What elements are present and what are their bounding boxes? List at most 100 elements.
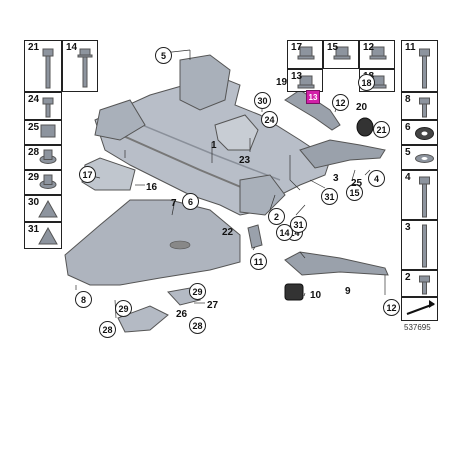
part-callout: 2 xyxy=(268,208,285,225)
part-number: 30 xyxy=(28,197,40,208)
part-callout: 20 xyxy=(356,102,368,113)
part-callout: 5 xyxy=(155,47,172,64)
part-callout: 23 xyxy=(239,155,251,166)
fastener-cell: 14 xyxy=(62,40,98,92)
part-callout: 1 xyxy=(211,140,217,151)
part-callout: 9 xyxy=(345,286,351,297)
part-number: 2 xyxy=(405,272,411,283)
fastener-cell: 2 xyxy=(401,270,438,297)
dome-washer-icon xyxy=(415,127,434,140)
fastener-cell: 21 xyxy=(24,40,62,92)
part-callout: 19 xyxy=(276,77,288,88)
part-number: 29 xyxy=(28,172,40,183)
spring-nut-icon xyxy=(39,149,57,164)
part-number: 28 xyxy=(28,147,40,158)
part-number: 25 xyxy=(28,122,40,133)
rubber-bushing xyxy=(284,283,304,301)
control-arm xyxy=(284,251,389,276)
fastener-cell: 12 xyxy=(359,40,395,69)
part-callout: 21 xyxy=(373,121,390,138)
fastener-cell: 30 xyxy=(24,195,62,222)
bracket-clip-icon xyxy=(38,226,58,245)
document-id: 537695 xyxy=(404,323,431,332)
part-number: 4 xyxy=(405,172,411,183)
square-nut-icon xyxy=(40,124,56,138)
short-bolt-icon xyxy=(42,97,54,118)
part-callout: 11 xyxy=(250,253,267,270)
part-callout: 28 xyxy=(99,321,116,338)
part-callout: 12 xyxy=(383,299,400,316)
part-number: 17 xyxy=(291,42,303,53)
short-bolt-icon xyxy=(419,97,430,118)
fastener-cell: 3 xyxy=(401,220,438,270)
clip-icon xyxy=(38,199,58,218)
part-callout: 28 xyxy=(189,317,206,334)
part-number: 21 xyxy=(28,42,40,53)
part-number: 13 xyxy=(291,71,303,82)
part-callout: 31 xyxy=(290,216,307,233)
fastener-cell: 4 xyxy=(401,170,438,220)
part-callout: 16 xyxy=(146,182,158,193)
fastener-cell: 17 xyxy=(287,40,323,69)
fastener-cell: 31 xyxy=(24,222,62,249)
part-number: 15 xyxy=(327,42,339,53)
fastener-cell: 11 xyxy=(401,40,438,92)
dimension-arrow-icon xyxy=(406,300,435,315)
part-number: 14 xyxy=(66,42,78,53)
long-bolt-icon xyxy=(419,48,430,89)
part-callout: 30 xyxy=(254,92,271,109)
collar-bolt-icon xyxy=(297,46,315,60)
part-number: 24 xyxy=(28,94,40,105)
part-callout: 27 xyxy=(207,300,219,311)
bracket-16 xyxy=(81,157,136,191)
fastener-cell: 28 xyxy=(24,145,62,170)
medium-bolt-icon xyxy=(419,176,430,218)
washer-bolt-icon xyxy=(39,174,57,189)
part-callout: 8 xyxy=(75,291,92,308)
highlighted-callout: 13 xyxy=(306,90,320,104)
long-bolt-icon xyxy=(42,48,54,89)
tension-strut xyxy=(299,139,386,169)
part-callout: 29 xyxy=(115,300,132,317)
fastener-cell: 8 xyxy=(401,92,438,120)
part-callout: 24 xyxy=(261,111,278,128)
part-callout: 22 xyxy=(222,227,234,238)
part-callout: 17 xyxy=(79,166,96,183)
part-number: 11 xyxy=(405,42,416,53)
part-callout: 25 xyxy=(351,178,363,189)
hex-nut-icon xyxy=(369,46,387,60)
part-callout: 12 xyxy=(332,94,349,111)
bushing-20 xyxy=(356,117,374,137)
underbody-shield xyxy=(64,199,241,286)
fastener-cell: 29 xyxy=(24,170,62,195)
part-number: 12 xyxy=(363,42,375,53)
fastener-cell: 15 xyxy=(323,40,359,69)
part-callout: 7 xyxy=(171,198,177,209)
small-bolt-icon xyxy=(419,275,430,295)
part-callout: 18 xyxy=(358,74,375,91)
fastener-cell: 6 xyxy=(401,120,438,145)
subframe-crossmember xyxy=(94,54,331,216)
part-number: 3 xyxy=(405,222,411,233)
part-number: 6 xyxy=(405,122,411,133)
flange-bolt-icon xyxy=(77,48,93,88)
cap-nut-icon xyxy=(297,75,315,89)
part-number: 31 xyxy=(28,224,40,235)
part-callout: 15 xyxy=(346,184,363,201)
flat-washer-icon xyxy=(415,154,434,163)
fastener-cell: 25 xyxy=(24,120,62,145)
bracket-22 xyxy=(247,224,263,249)
part-callout: 29 xyxy=(189,283,206,300)
stud-bolt-icon xyxy=(422,224,427,268)
part-callout: 31 xyxy=(321,188,338,205)
flange-nut-icon xyxy=(333,46,351,60)
part-callout: 14 xyxy=(276,224,293,241)
part-callout: 6 xyxy=(182,193,199,210)
part-callout: 4 xyxy=(368,170,385,187)
fastener-cell xyxy=(401,297,438,321)
fastener-cell: 5 xyxy=(401,145,438,170)
shield-26 xyxy=(117,305,169,333)
part-callout: 10 xyxy=(310,290,322,301)
